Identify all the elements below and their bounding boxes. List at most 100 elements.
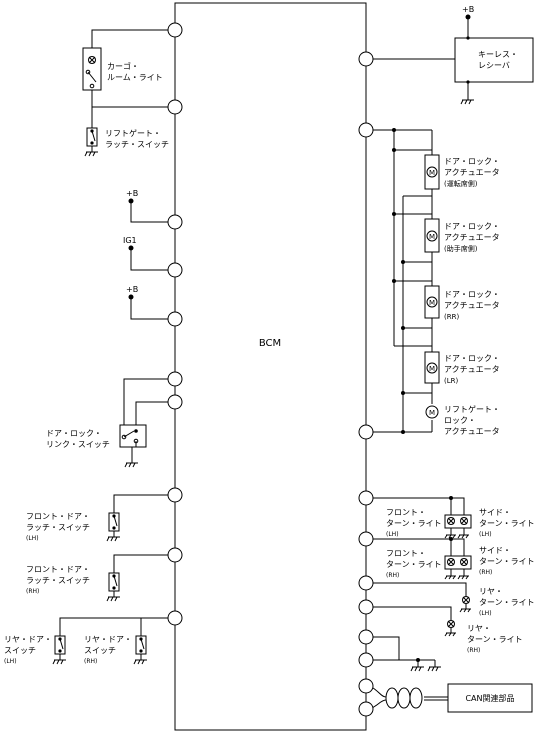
switch-icon — [91, 130, 96, 142]
label-front-turn-lh-1: フロント・ — [386, 508, 426, 517]
label-plus-b-3: +B — [462, 5, 474, 14]
pin — [167, 547, 183, 563]
bcm-right-pins — [358, 51, 374, 717]
label-act-passenger-2: アクチュエータ — [444, 233, 500, 242]
switch-icon — [123, 430, 135, 438]
can-twisted-pair — [385, 687, 423, 709]
ground-icon — [84, 151, 98, 157]
pin — [358, 629, 374, 645]
label-front-turn-rh-3: (RH) — [386, 572, 399, 579]
left-wiring — [59, 29, 175, 636]
liftgate-latch-switch: リフトゲート・ ラッチ・スイッチ — [84, 127, 169, 157]
label-front-latch-lh-1: フロント・ドア・ — [26, 512, 90, 521]
label-rear-switch-lh-2: スイッチ — [4, 646, 36, 655]
label-can-parts: CAN関連部品 — [465, 693, 514, 703]
ground-icon — [124, 462, 138, 468]
ground-icon — [106, 536, 120, 542]
label-rear-turn-lh-2: ターン・ライト — [479, 598, 535, 607]
label-liftgate-act-1: リフトゲート・ — [444, 404, 500, 414]
pin — [167, 22, 183, 38]
label-rear-turn-lh-3: (LH) — [479, 610, 492, 617]
door-lock-link-switch: ドア・ロック・ リンク・スイッチ — [46, 424, 147, 468]
label-rear-switch-rh-1: リヤ・ドア・ — [84, 635, 132, 644]
junction-dots — [392, 128, 453, 662]
label-plus-b-2: +B — [126, 285, 138, 294]
label-front-latch-rh-3: (RH) — [26, 588, 39, 595]
label-front-turn-rh-1: フロント・ — [386, 549, 426, 558]
label-front-turn-rh-2: ターン・ライト — [386, 560, 442, 569]
label-side-turn-rh-2: ターン・ライト — [479, 557, 535, 566]
motor-icon — [426, 362, 438, 374]
label-link-switch-2: リンク・スイッチ — [46, 440, 110, 449]
label-link-switch-1: ドア・ロック・ — [46, 429, 102, 438]
ground-icon — [444, 632, 456, 637]
svg-text:M: M — [429, 365, 435, 373]
switch-icon — [113, 515, 118, 527]
label-cargo-light-1: カーゴ・ — [107, 61, 139, 71]
pin — [358, 490, 374, 506]
label-rear-switch-lh-1: リヤ・ドア・ — [4, 635, 52, 644]
label-side-turn-rh-1: サイド・ — [479, 546, 511, 555]
label-act-rr-3: (RR) — [444, 313, 459, 321]
switch-icon — [113, 575, 118, 587]
svg-text:M: M — [429, 299, 435, 307]
label-rear-turn-lh-1: リヤ・ — [479, 587, 503, 596]
switch-icon — [140, 638, 145, 650]
pin — [167, 394, 183, 410]
label-act-lr-3: (LR) — [444, 377, 458, 385]
label-act-rr-2: アクチュエータ — [444, 301, 500, 310]
turn-lights-lh: フロント・ ターン・ライト (LH) サイド・ ターン・ライト (LH) — [386, 508, 535, 539]
rear-door-switch-rh: リヤ・ドア・ スイッチ (RH) — [84, 635, 147, 665]
switch-icon — [59, 638, 64, 650]
label-liftgate-latch-1: リフトゲート・ — [105, 128, 161, 138]
keyless-receiver: +B キーレス・ レシーバ — [454, 5, 534, 105]
ground-icon — [444, 575, 469, 580]
label-ig1: IG1 — [123, 236, 137, 245]
pin — [358, 51, 374, 67]
bcm-left-pins — [167, 22, 183, 626]
rear-turn-light-lh: リヤ・ ターン・ライト (LH) — [459, 587, 535, 617]
door-lock-actuator-lr: M ドア・ロック・ アクチュエータ (LR) — [424, 351, 500, 385]
ground-icon — [460, 99, 474, 105]
pin — [358, 575, 374, 591]
bcm-unit — [174, 2, 367, 731]
label-act-lr-1: ドア・ロック・ — [444, 354, 500, 363]
switch-icon — [87, 71, 97, 83]
label-rear-switch-rh-3: (RH) — [84, 658, 97, 665]
label-rear-switch-lh-3: (LH) — [4, 658, 17, 665]
svg-text:M: M — [429, 233, 435, 241]
label-liftgate-latch-2: ラッチ・スイッチ — [105, 140, 169, 149]
pin — [167, 371, 183, 387]
pin — [358, 678, 374, 694]
label-act-driver-3: (運転席側) — [444, 179, 478, 188]
front-door-latch-switch-lh: フロント・ドア・ ラッチ・スイッチ (LH) — [26, 512, 120, 542]
pin — [358, 701, 374, 717]
ground-icon — [106, 596, 120, 602]
label-side-turn-lh-1: サイド・ — [479, 508, 511, 517]
liftgate-lock-actuator: M リフトゲート・ ロック・ アクチュエータ — [425, 404, 500, 436]
pin — [358, 424, 374, 440]
label-act-passenger-3: (助手席側) — [444, 244, 478, 253]
label-front-turn-lh-3: (LH) — [386, 531, 399, 538]
label-liftgate-act-2: ロック・ — [444, 416, 476, 425]
right-wiring — [365, 17, 469, 710]
ground-icon — [459, 608, 471, 613]
label-cargo-light-2: ルーム・ライト — [107, 73, 163, 82]
label-front-latch-lh-2: ラッチ・スイッチ — [26, 523, 90, 532]
left-power-supplies: +B IG1 +B — [123, 189, 138, 300]
cargo-room-light: カーゴ・ ルーム・ライト — [82, 47, 163, 91]
label-plus-b-1: +B — [126, 189, 138, 198]
bcm-label: BCM — [259, 338, 281, 349]
motor-icon — [425, 405, 439, 419]
motor-icon — [426, 296, 438, 308]
label-act-driver-2: アクチュエータ — [444, 168, 500, 177]
label-side-turn-lh-3: (LH) — [479, 531, 492, 538]
rear-turn-light-rh: リヤ・ ターン・ライト (RH) — [444, 620, 523, 654]
svg-text:M: M — [429, 409, 435, 417]
turn-lights-rh: フロント・ ターン・ライト (RH) サイド・ ターン・ライト (RH) — [386, 546, 535, 580]
door-lock-actuator-passenger: M ドア・ロック・ アクチュエータ (助手席側) — [424, 218, 500, 253]
label-front-latch-rh-2: ラッチ・スイッチ — [26, 576, 90, 585]
label-keyless-2: レシーバ — [478, 61, 510, 70]
label-rear-switch-rh-2: スイッチ — [84, 646, 116, 655]
